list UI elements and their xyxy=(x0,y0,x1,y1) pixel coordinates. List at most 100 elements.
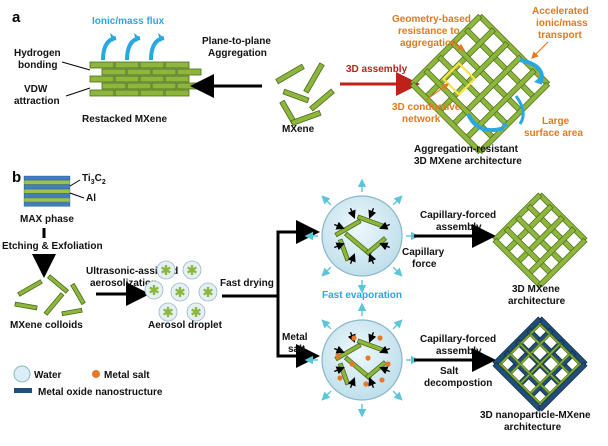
transport-arrow-2 xyxy=(466,113,505,133)
mxene-colloids xyxy=(14,274,86,317)
mxene-flake xyxy=(61,307,83,317)
max-phase-label: MAX phase xyxy=(20,214,74,225)
capillary-force-arrow xyxy=(379,242,390,251)
3d-nanoparticle-mxene-architecture xyxy=(492,316,588,412)
metal-salt-dot xyxy=(365,355,371,361)
conductive-pointer xyxy=(425,83,449,101)
mxene-flake xyxy=(282,88,310,104)
geometry-pointer xyxy=(451,41,465,51)
metal-salt-dot xyxy=(349,361,355,367)
accelerated-pointer xyxy=(531,41,549,59)
evaporation-arrow xyxy=(392,195,403,206)
geometry-label-2: resistance to xyxy=(398,26,460,37)
stacked-layer xyxy=(114,75,140,83)
al-label: Al xyxy=(86,193,96,204)
plane-to-plane-label-1: Plane-to-plane xyxy=(202,36,271,47)
mxene-flake xyxy=(46,274,70,294)
max-phase-stack xyxy=(23,175,71,207)
max-layer xyxy=(23,197,71,203)
evaporation-arrow xyxy=(321,266,332,277)
hydrogen-bonding-pointer xyxy=(61,61,91,71)
lattice-bar xyxy=(477,81,551,155)
max-layer xyxy=(23,175,71,181)
geometry-label-1: Geometry-based xyxy=(392,14,471,25)
capillary-force-arrow xyxy=(379,345,390,354)
capillary-force-arrow xyxy=(334,366,345,375)
large-label-1: Large xyxy=(542,116,570,127)
capillary-force-arrow xyxy=(379,221,390,230)
capillary-force-arrow xyxy=(368,253,377,264)
mxene-flake xyxy=(334,218,362,238)
vdw-label-2: attraction xyxy=(14,96,60,107)
legend-metal-salt-swatch xyxy=(92,370,100,378)
mxene-flake xyxy=(290,110,322,126)
capillary-force-arrow xyxy=(334,345,345,354)
vdw-pointer xyxy=(65,87,91,97)
ti3c2-pointer xyxy=(69,179,81,187)
evaporation-arrow xyxy=(321,319,332,330)
droplet-sphere xyxy=(321,319,403,401)
max-layer xyxy=(23,193,71,198)
transport-arrow-1 xyxy=(519,58,544,85)
legend: Water Metal salt Metal oxide nanostructu… xyxy=(13,365,163,398)
accelerated-label-3: transport xyxy=(538,30,583,41)
capillary-force-label-1: Capillary xyxy=(402,247,445,258)
capillary-force-arrow xyxy=(379,366,390,375)
architecture-label-2: 3D MXene architecture xyxy=(414,156,522,167)
fast-evaporation-label: Fast evaporation xyxy=(322,290,402,301)
mxene-flake xyxy=(364,236,388,256)
lattice-bar xyxy=(538,362,581,405)
capillary-force-arrow xyxy=(334,221,345,230)
stacked-layer xyxy=(126,68,152,76)
cap-assembly-bot-label-2: assembly xyxy=(436,346,482,357)
aerosol-flake xyxy=(194,307,198,317)
stacked-layer xyxy=(139,75,165,83)
fast-drying-label: Fast drying xyxy=(220,278,274,289)
etching-label: Etching & Exfoliation xyxy=(2,241,103,252)
salt-decomp-label-2: decompostion xyxy=(424,378,492,389)
aerosol-flake xyxy=(190,265,194,275)
ionic-flux-label: Ionic/mass flux xyxy=(92,16,165,27)
metal-salt-dot xyxy=(363,381,369,387)
transport-arrow-3 xyxy=(514,95,525,125)
mxene-flakes xyxy=(275,62,335,126)
stacked-layer xyxy=(101,68,127,76)
plane-to-plane-label-2: Aggregation xyxy=(208,48,267,59)
aerosol-flake xyxy=(166,307,170,317)
metal-salt-dot xyxy=(337,375,343,381)
ti3c2-label: Ti3C2 xyxy=(82,173,106,186)
cap-assembly-top-label-1: Capillary-forced xyxy=(420,210,496,221)
mxene-flake xyxy=(14,301,38,311)
mxene-flake xyxy=(364,360,388,380)
aerosol-droplet-label: Aerosol droplet xyxy=(148,320,223,331)
metal-salt-dot xyxy=(377,335,383,341)
stacked-layer xyxy=(139,61,165,69)
al-pointer xyxy=(69,192,85,199)
stacked-layer xyxy=(139,89,165,97)
3d-mxene-architecture xyxy=(409,13,551,155)
evaporation-arrow xyxy=(392,390,403,401)
panel-a-letter: a xyxy=(12,9,21,26)
max-layer xyxy=(23,180,71,185)
capillary-force-arrow xyxy=(368,332,377,343)
metal-salt-label-2: salt xyxy=(288,344,306,355)
mxene-flake xyxy=(17,279,43,297)
legend-metal-oxide-label: Metal oxide nanostructure xyxy=(38,387,163,398)
drying-droplet-bottom xyxy=(304,302,420,418)
mxene-flake xyxy=(334,342,362,362)
metal-salt-label-1: Metal xyxy=(282,332,308,343)
salt-decomp-label-1: Salt xyxy=(440,366,459,377)
architecture-label-1: Aggregation-resistant xyxy=(414,144,519,155)
stacked-layer xyxy=(114,89,140,97)
evaporation-arrow xyxy=(321,390,332,401)
capillary-force-arrow xyxy=(347,253,356,264)
stacked-layer xyxy=(151,82,177,90)
mxene-colloids-label: MXene colloids xyxy=(10,320,83,331)
vdw-label-1: VDW xyxy=(24,84,48,95)
legend-metal-salt-label: Metal salt xyxy=(104,370,150,381)
metal-salt-dot xyxy=(379,377,385,383)
np-arch-label-1: 3D nanoparticle-MXene xyxy=(480,410,591,421)
legend-metal-oxide-swatch xyxy=(14,388,32,393)
stacked-layer xyxy=(114,61,140,69)
